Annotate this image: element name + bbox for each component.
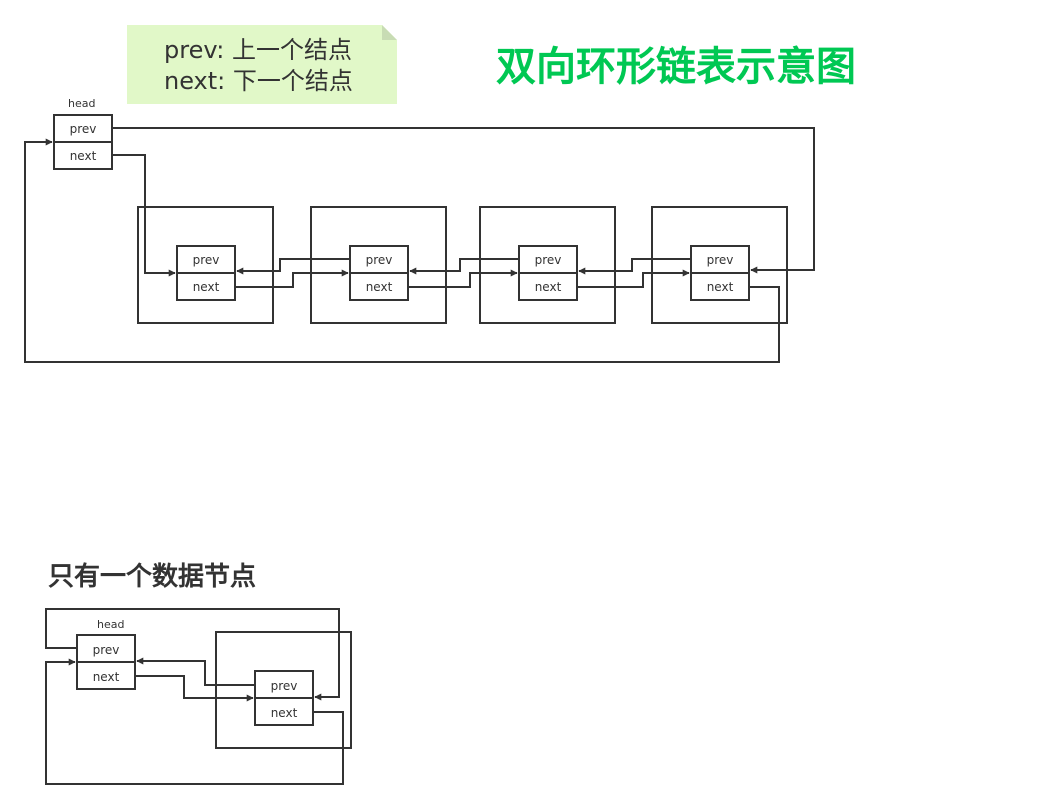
head-next-to-node-1-arrow [112,154,176,277]
head-2-next-cell [76,661,136,690]
node-2-next-cell [349,272,409,301]
legend-note: prev: 上一个结点 next: 下一个结点 [127,25,397,104]
head-next-to-node-arrow [135,675,254,702]
node-1-next-to-node-2-arrow [235,269,349,288]
main-title: 双向环形链表示意图 [496,44,856,90]
node-prev-to-head-arrow [136,657,255,686]
node-3-prev-to-node-2-arrow [409,258,519,275]
section-title-single-node: 只有一个数据节点 [48,561,256,592]
head-2-next-label: next [93,670,120,684]
head-next-cell [53,141,113,170]
node-2-next-label: next [366,280,393,294]
head-prev-to-node-arrow [314,686,340,701]
node-4-next-to-head-arrow [24,138,780,363]
head-node-2: prev next [76,634,136,690]
single-node-frame [215,631,352,749]
node-1-next-label: next [193,280,220,294]
note-next-line: next: 下一个结点 [164,67,353,95]
node-3-next-label: next [535,280,562,294]
head-next-label: next [70,149,97,163]
data-node-1: prev next [176,245,236,301]
data-node-frame-4 [651,206,788,324]
node-2-next-to-node-3-arrow [408,269,518,288]
data-node-4: prev next [690,245,750,301]
node-4-prev-label: prev [707,253,734,267]
head-label-2: head [97,618,124,631]
note-corner-fold [382,25,397,40]
single-data-node: prev next [254,670,314,726]
note-prev-line: prev: 上一个结点 [164,36,352,64]
head-prev-wire-top [45,608,340,686]
node-1-next-cell [176,272,236,301]
head-prev-label: prev [70,122,97,136]
data-node-frame-2 [310,206,447,324]
node-4-prev-to-node-3-arrow [578,258,691,275]
node-4-next-label: next [707,280,734,294]
node-1-prev-label: prev [193,253,220,267]
head-prev-to-node-4-arrow [112,127,815,274]
node-next-to-head-arrow [45,658,344,785]
single-node-prev-label: prev [271,679,298,693]
node-2-prev-to-node-1-arrow [236,258,350,275]
head-2-prev-label: prev [93,643,120,657]
node-3-next-to-node-4-arrow [577,269,690,288]
diagram-single-node: head prev next prev next [45,608,352,785]
single-node-prev-cell [254,670,314,699]
data-node-frame-3 [479,206,616,324]
head-label: head [68,97,95,110]
single-node-next-label: next [271,706,298,720]
diagram-four-nodes: head prev next prev next prev next [24,97,815,363]
note-background [127,25,397,104]
data-node-3: prev next [518,245,578,301]
head-node: prev next [53,114,113,170]
node-2-prev-label: prev [366,253,393,267]
data-node-2: prev next [349,245,409,301]
head-2-prev-cell [76,634,136,663]
node-3-prev-label: prev [535,253,562,267]
node-2-prev-cell [349,245,409,274]
data-node-frame-1 [137,206,274,324]
node-1-prev-cell [176,245,236,274]
